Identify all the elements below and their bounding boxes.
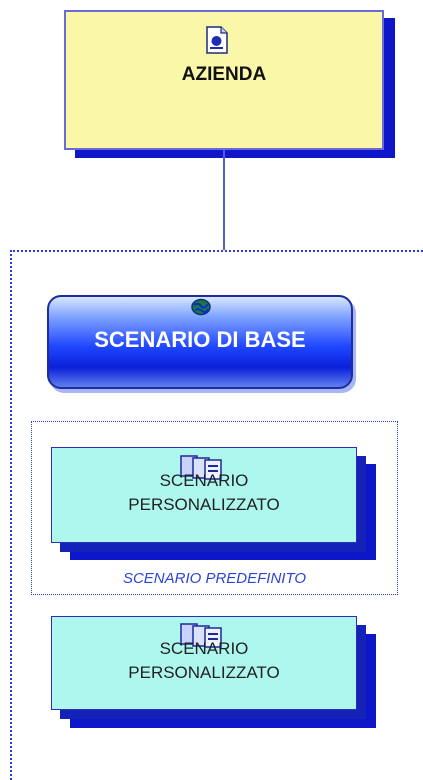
scenarios-container <box>10 250 423 780</box>
scenario-personalizzato-label: SCENARIO PERSONALIZZATO <box>51 637 357 685</box>
scenario-predefinito-group <box>31 421 398 595</box>
azienda-label: AZIENDA <box>181 64 267 85</box>
scenario-line2: PERSONALIZZATO <box>128 495 280 514</box>
scenario-base-label: SCENARIO DI BASE <box>94 327 306 352</box>
scenario-personalizzato-label: SCENARIO PERSONALIZZATO <box>51 469 357 517</box>
document-icon <box>206 26 228 54</box>
globe-icon <box>191 298 211 316</box>
connector-line <box>223 150 225 250</box>
scenario-line1: SCENARIO <box>159 639 249 658</box>
scenario-predefinito-caption: SCENARIO PREDEFINITO <box>122 570 307 587</box>
scenario-line1: SCENARIO <box>159 471 249 490</box>
scenario-line2: PERSONALIZZATO <box>128 663 280 682</box>
documents-icon <box>180 623 222 648</box>
documents-icon <box>180 455 222 480</box>
